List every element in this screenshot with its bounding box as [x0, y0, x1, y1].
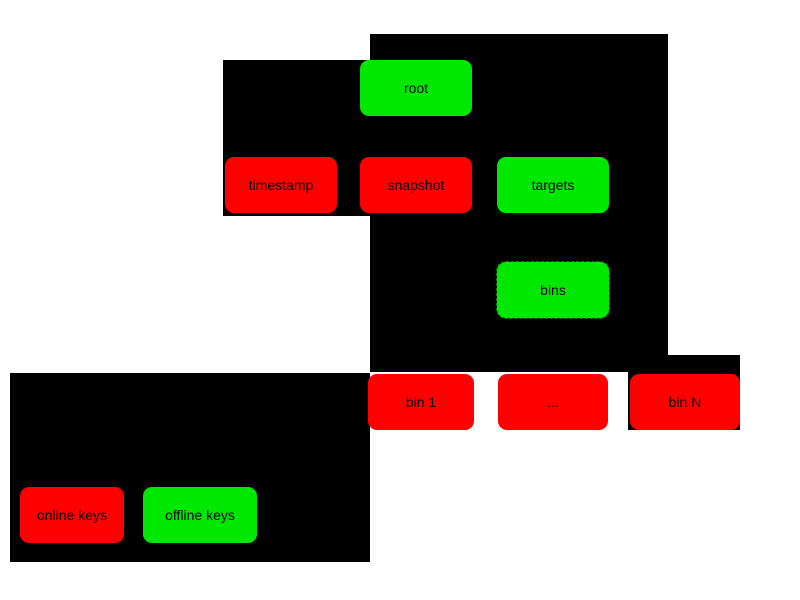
node-label-snapshot: snapshot [387, 177, 445, 193]
node-label-bins: bins [540, 282, 566, 298]
node-label-offline-keys: offline keys [165, 507, 235, 523]
node-label-targets: targets [531, 177, 575, 193]
node-targets[interactable]: targets [497, 157, 609, 213]
node-bin-n[interactable]: bin N [630, 374, 740, 430]
node-online-keys[interactable]: online keys [20, 487, 124, 543]
node-bins[interactable]: bins [496, 261, 610, 319]
node-timestamp[interactable]: timestamp [225, 157, 337, 213]
node-offline-keys[interactable]: offline keys [143, 487, 257, 543]
node-label-root: root [403, 80, 429, 96]
node-label-bin-ellipsis: ... [547, 394, 559, 410]
node-root[interactable]: root [360, 60, 472, 116]
node-label-bin-n: bin N [668, 394, 702, 410]
node-bin-1[interactable]: bin 1 [368, 374, 474, 430]
node-label-bin-1: bin 1 [405, 394, 437, 410]
node-label-timestamp: timestamp [248, 177, 314, 193]
node-label-online-keys: online keys [36, 507, 108, 523]
node-snapshot[interactable]: snapshot [360, 157, 472, 213]
node-bin-ellipsis[interactable]: ... [498, 374, 608, 430]
